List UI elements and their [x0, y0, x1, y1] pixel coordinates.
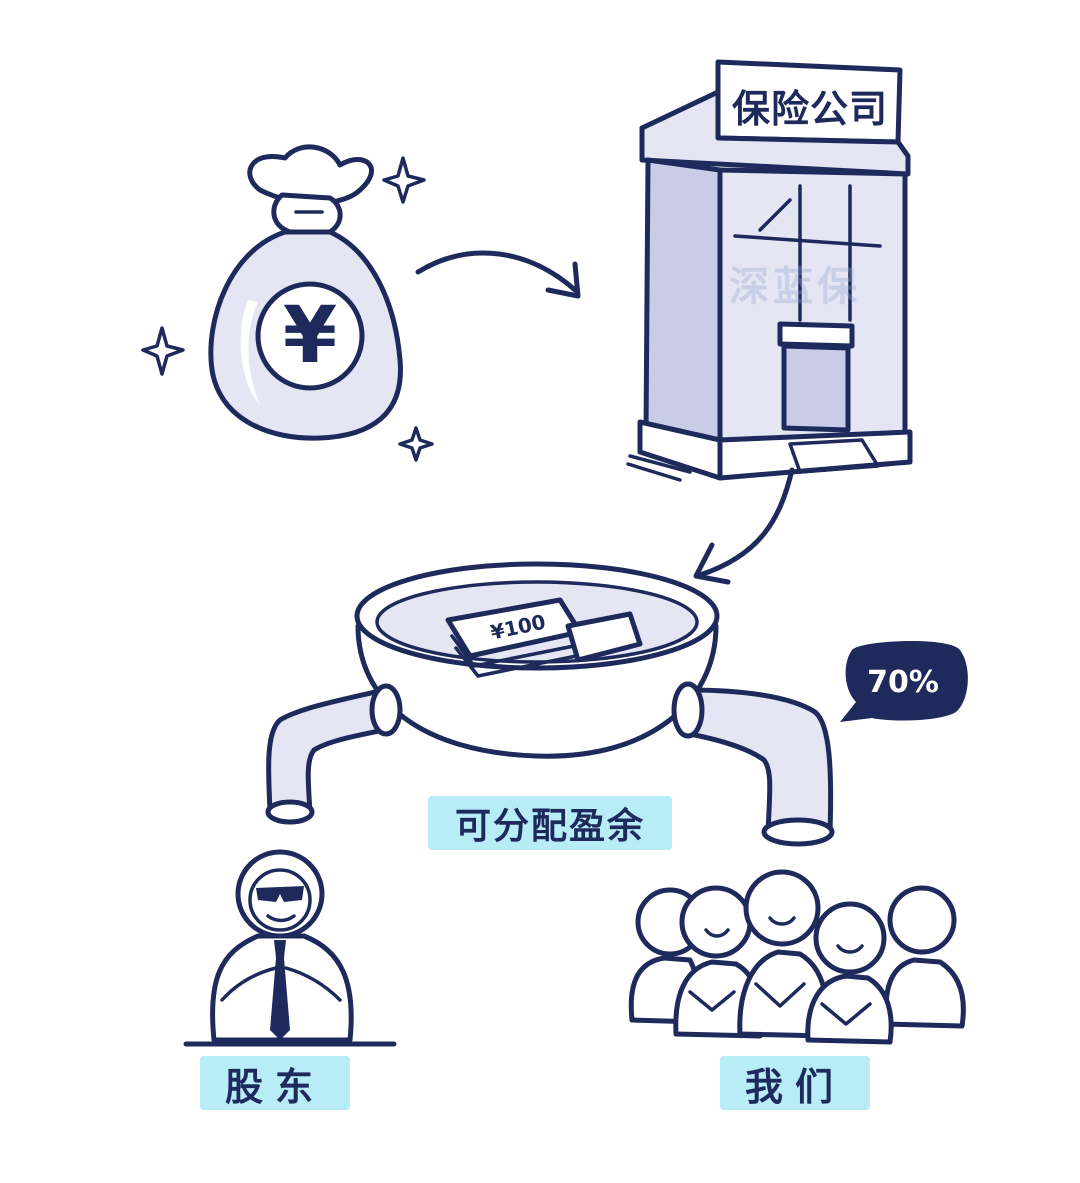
- arrow-to-pool-icon: [693, 467, 795, 585]
- percent-bubble-label: 70%: [867, 664, 939, 700]
- crowd-figures-icon: [628, 869, 966, 1045]
- shareholders-label: 股东: [200, 1056, 350, 1110]
- arrow-to-company-icon: [415, 250, 581, 299]
- percent-bubble-icon: [840, 640, 968, 722]
- insurance-building-icon: [626, 59, 913, 482]
- company-sign-label: 保险公司: [731, 86, 888, 131]
- sparkle-icon: [141, 156, 434, 462]
- brand-watermark: 深蓝保: [729, 264, 861, 310]
- money-bag-icon: [208, 144, 403, 441]
- policyholders-label: 我们: [720, 1056, 870, 1110]
- yuan-coin-symbol: ¥: [282, 291, 338, 381]
- shareholder-figure-icon: [183, 849, 397, 1047]
- surplus-pool-icon: [265, 561, 835, 847]
- distributable-surplus-label: 可分配盈余: [428, 796, 672, 850]
